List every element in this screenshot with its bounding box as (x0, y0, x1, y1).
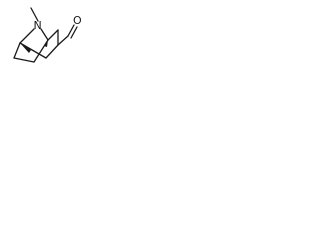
bond-c5-c6 (13, 42, 21, 59)
atom-o-label: O (73, 14, 82, 27)
stereo-wedge-c1 (44, 40, 48, 47)
molecule-structure: N O (13, 7, 82, 63)
bond-n-methyl (30, 7, 39, 22)
atom-n-label: N (34, 19, 42, 32)
bond-c3-cho (57, 35, 69, 46)
stereo-wedge-c5 (20, 43, 31, 53)
bond-cho-o-2 (70, 26, 78, 39)
bond-c4-c5 (19, 42, 47, 59)
bond-c6-c7 (13, 57, 35, 63)
bond-c1-c2 (47, 29, 59, 41)
bond-n-c5 (19, 28, 35, 44)
bond-c3-c4 (45, 44, 59, 59)
bond-cho-o-1 (67, 24, 75, 37)
bond-n-c1 (40, 28, 49, 41)
